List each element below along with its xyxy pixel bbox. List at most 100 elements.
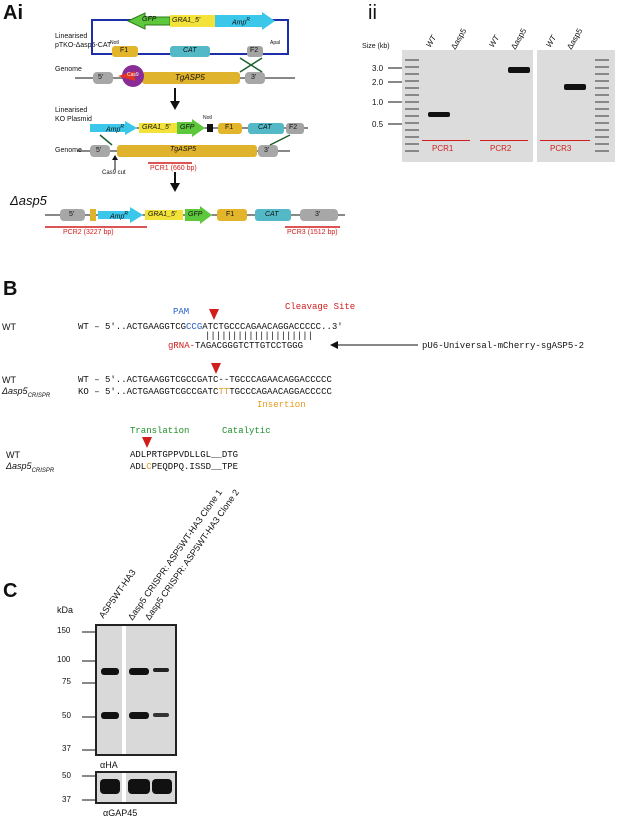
ladder-right: [595, 54, 609, 154]
three-prime-2: 3': [264, 147, 270, 154]
marker-37-b: 37: [62, 795, 71, 804]
noti-label-2: NotI: [203, 115, 213, 121]
grna-line: gRNA-TAGACGGGTCTTGTCCTGGG: [168, 341, 304, 351]
genome-label-2: Genome: [55, 147, 82, 154]
marker-ticks-bottom: [82, 775, 95, 801]
panel-aii-letter: ii: [368, 2, 377, 24]
delta-asp5-label: Δasp5: [10, 193, 47, 208]
gel-lane-1: WT: [424, 33, 439, 49]
band-100-lane2: [129, 668, 149, 675]
pcr3-line: [540, 140, 590, 141]
pairing-bars: ||||||||||||||||||||: [205, 331, 314, 341]
ampr-label: AmpR: [232, 17, 251, 27]
gel-lane-2: Δasp5: [449, 26, 469, 51]
ladder-ticks: [388, 67, 402, 125]
b-wt-label: WT: [2, 322, 16, 332]
b-ko3-label: Δasp5CRISPR: [6, 461, 55, 474]
band-50-lane1: [101, 712, 119, 719]
catalytic-label: Catalytic: [222, 426, 271, 436]
gel-lane-4: Δasp5: [509, 26, 529, 51]
b-wt3-label: WT: [6, 450, 20, 460]
pcr1-line: [422, 140, 470, 141]
gel-pcr1-label: PCR1: [432, 144, 454, 153]
gap45-band-3: [152, 779, 172, 794]
five-prime-1: 5': [98, 74, 104, 81]
panel-c-letter: C: [3, 580, 18, 602]
cleavage-marker-icon: [209, 309, 219, 320]
gap45-antibody-label: αGAP45: [103, 808, 138, 818]
marker-150: 150: [57, 626, 71, 635]
gel-divider: [533, 50, 537, 162]
gap45-band-2: [128, 779, 150, 794]
three-prime-3: 3': [315, 211, 321, 218]
gfp-label: GFP: [142, 16, 157, 23]
protein-wt-line: ADLPRTGPPVDLLGL__DTG: [130, 450, 239, 460]
grna-arrow-icon: [330, 341, 418, 349]
gra1-label: GRA1_5': [172, 17, 201, 24]
translation-label: Translation: [130, 426, 190, 436]
band-100-lane1: [101, 668, 119, 675]
band-pcr3: [564, 84, 586, 90]
ko-plasmid-title: Linearised KO Plasmid: [55, 107, 92, 123]
pcr2-line: [480, 140, 528, 141]
cat-label-2: CAT: [258, 124, 272, 131]
protein-ko-line: ADLCPEQDPQ.ISSD__TPE: [130, 462, 239, 472]
gap45-band-1: [100, 779, 120, 794]
band-100-lane3: [153, 668, 169, 672]
western-blot-gap45: [95, 771, 177, 804]
ladder-0-5: 0.5: [372, 120, 384, 129]
blot-divider: [122, 626, 126, 754]
construct-diagram: [45, 12, 345, 228]
insertion-label: Insertion: [257, 400, 306, 410]
gra1-label-3: GRA1_5': [148, 211, 177, 218]
f1-label-2: F1: [225, 124, 234, 131]
ladder-2-0: 2.0: [372, 78, 384, 87]
pam-label: PAM: [173, 307, 190, 317]
five-prime-2: 5': [96, 147, 102, 154]
gel-lane-6: Δasp5: [565, 26, 585, 51]
gfp-label-2: GFP: [180, 124, 195, 131]
agarose-gel: PCR1 PCR2 PCR3: [402, 50, 615, 162]
gra1-label-2: GRA1_5': [142, 124, 171, 131]
band-pcr2: [508, 67, 530, 73]
lane-label-3: Δasp5 CRISPR: ASP5WT-HA3 Clone 2: [142, 487, 242, 622]
tgasp5-label-2: TgASP5: [170, 146, 197, 153]
kda-label: kDa: [57, 605, 74, 615]
cas9-label: Cas9: [127, 72, 139, 78]
f1-label-3: F1: [226, 211, 235, 218]
gel-pcr3-label: PCR3: [550, 144, 572, 153]
ladder-3-0: 3.0: [372, 64, 384, 73]
cat-label: CAT: [183, 47, 197, 54]
gel-pcr2-label: PCR2: [490, 144, 512, 153]
lane-label-2: Δasp5 CRISPR: ASP5WT-HA3 Clone 1: [125, 487, 225, 622]
blot-divider-2: [122, 773, 126, 802]
ladder-1-0: 1.0: [372, 98, 384, 107]
pcr1-label: PCR1 (660 bp): [150, 165, 197, 172]
western-blot-ha: [95, 624, 177, 756]
plasmid-title: Linearised pTKO-Δasp5-CAT: [55, 33, 112, 49]
gfp-label-3: GFP: [188, 211, 203, 218]
cat-label-3: CAT: [265, 211, 279, 218]
cleavage-label: Cleavage Site: [285, 302, 356, 312]
translation-marker-icon: [142, 437, 152, 448]
f1-label: F1: [120, 47, 129, 54]
band-50-lane3: [153, 713, 169, 717]
band-pcr1: [428, 112, 450, 117]
b-wt2-label: WT: [2, 375, 16, 385]
marker-50: 50: [62, 711, 71, 720]
noti-label: NotI: [110, 40, 120, 46]
pcr2-label: PCR2 (3227 bp): [63, 229, 114, 236]
ampr-label-2: AmpR: [106, 124, 125, 134]
band-50-lane2: [129, 712, 149, 719]
ha-antibody-label: αHA: [100, 760, 118, 770]
marker-ticks-top: [82, 631, 95, 751]
gel-lane-3: WT: [487, 33, 502, 49]
apai-label: ApaI: [270, 40, 281, 46]
marker-100: 100: [57, 655, 71, 664]
marker-37: 37: [62, 744, 71, 753]
seq2-wt-line: WT – 5'..ACTGAAGGTCGCCGATC--TGCCCAGAACAG…: [78, 375, 332, 385]
gel-size-title: Size (kb): [362, 43, 390, 50]
seq2-ko-line: KO – 5'..ACTGAAGGTCGCCGATCTTTGCCCAGAACAG…: [78, 387, 332, 397]
wt-seq-line: WT – 5'..ACTGAAGGTCGCCGATCTGCCCAGAACAGGA…: [78, 322, 343, 332]
cas9-cut-label: Cas9 cut: [102, 170, 126, 176]
